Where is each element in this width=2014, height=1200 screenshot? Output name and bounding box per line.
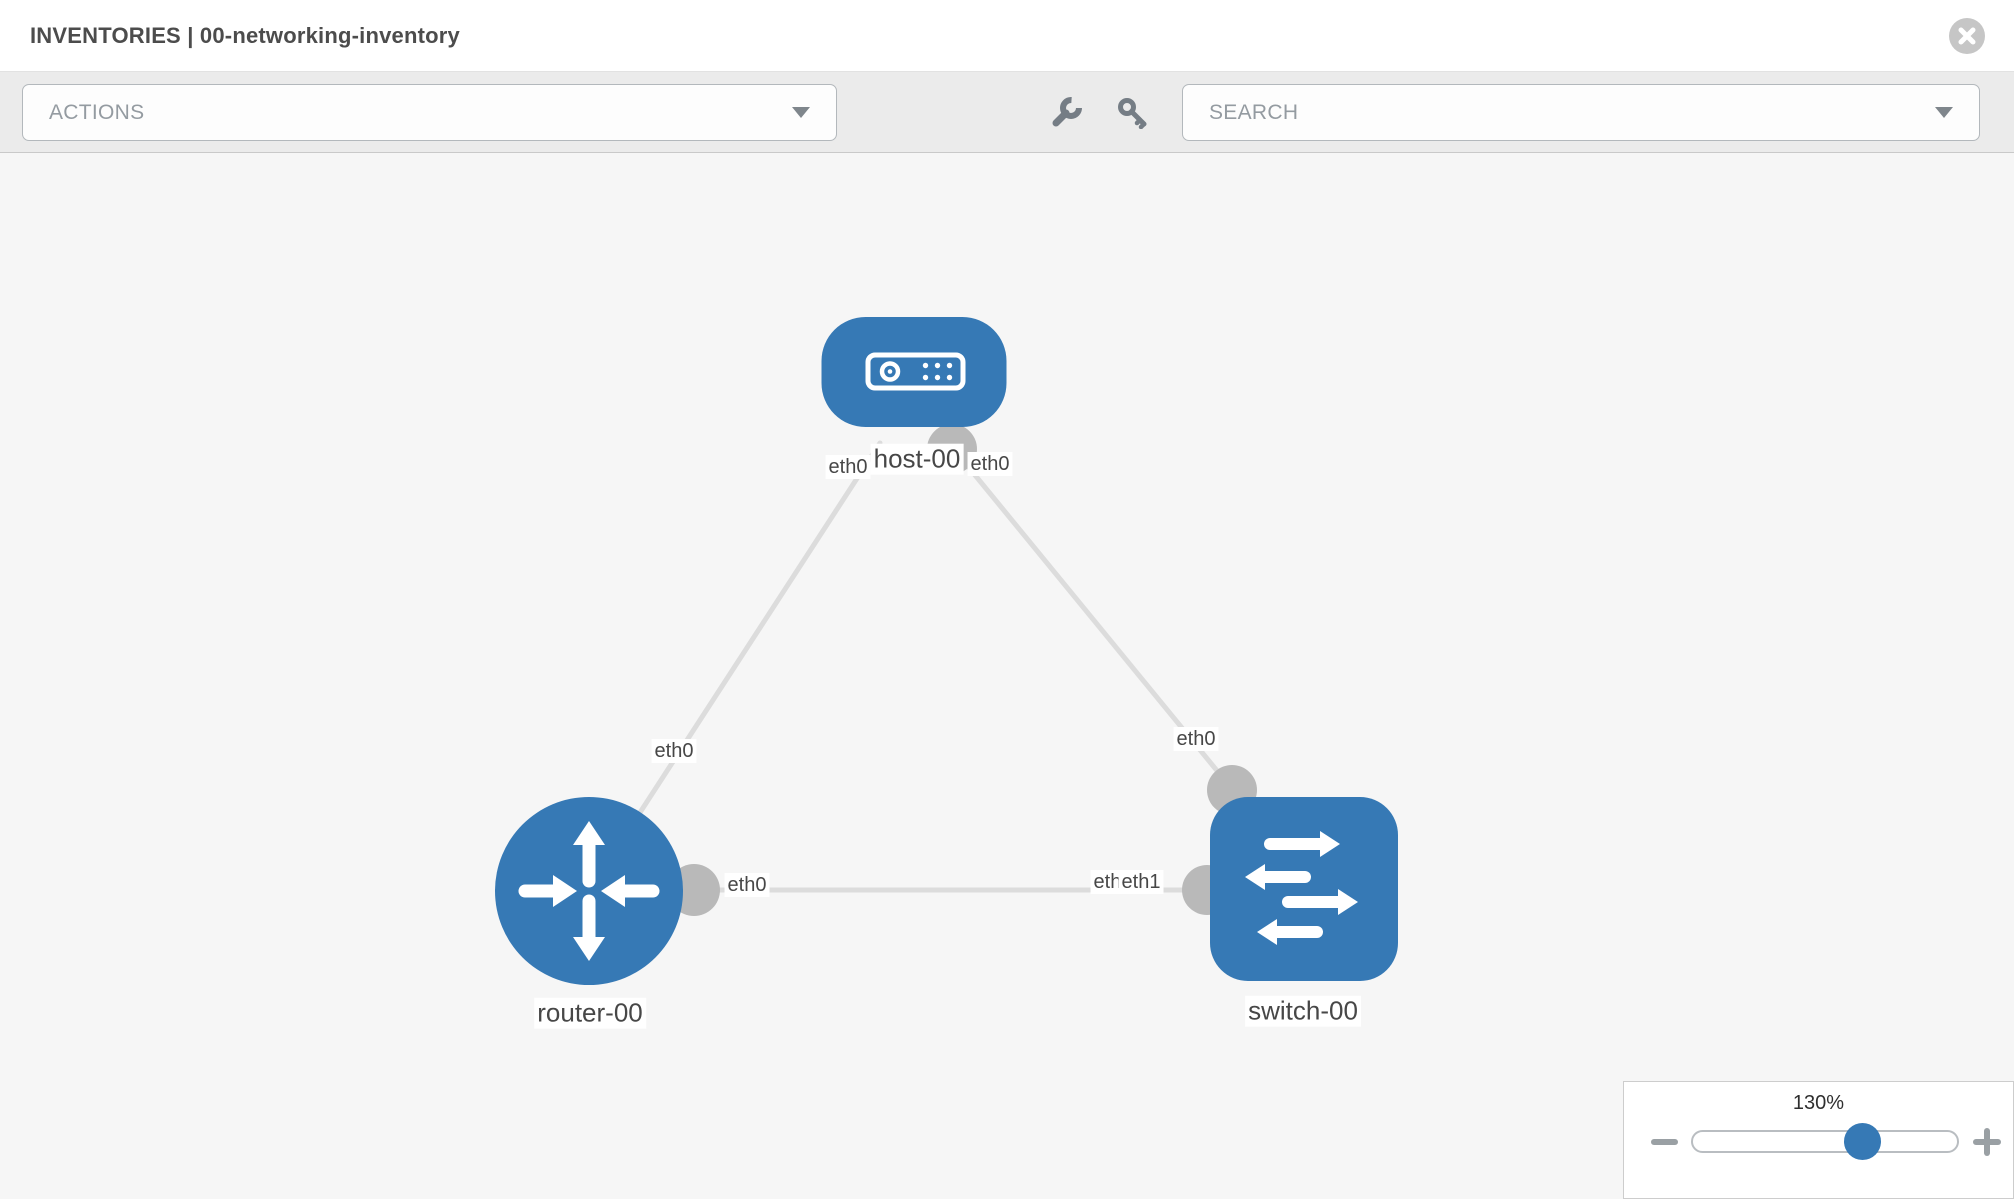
chevron-down-icon — [792, 107, 810, 118]
port-label-eth1: eth1 — [1118, 870, 1164, 894]
toolbar: ACTIONS SEARCH — [0, 72, 2014, 153]
router-arrows-icon — [518, 821, 660, 961]
page-title: INVENTORIES | 00-networking-inventory — [30, 22, 460, 48]
chevron-down-icon — [1935, 107, 1953, 118]
credentials-button[interactable] — [1116, 96, 1150, 130]
node-router-00[interactable] — [495, 797, 683, 985]
host-server-icon — [865, 352, 966, 391]
node-label-router-00: router-00 — [534, 997, 646, 1029]
actions-dropdown-label: ACTIONS — [49, 100, 145, 124]
search-placeholder: SEARCH — [1209, 100, 1299, 124]
port-label-eth0: eth0 — [825, 455, 871, 479]
node-label-switch-00: switch-00 — [1245, 995, 1361, 1027]
titlebar: INVENTORIES | 00-networking-inventory — [0, 0, 2014, 72]
zoom-slider-track[interactable] — [1691, 1130, 1959, 1153]
wrench-icon — [1052, 97, 1082, 127]
port-label-eth0: eth0 — [724, 873, 770, 897]
close-x-icon — [1958, 27, 1976, 44]
search-dropdown[interactable]: SEARCH — [1182, 84, 1980, 141]
zoom-control-panel: 130% — [1623, 1081, 2014, 1199]
switch-arrows-icon — [1245, 831, 1358, 945]
zoom-level-value: 130% — [1792, 1092, 1845, 1114]
topology-svg — [495, 317, 1398, 985]
node-host-00[interactable] — [821, 317, 1007, 427]
zoom-slider-handle[interactable] — [1844, 1123, 1881, 1160]
adjust-layout-button[interactable] — [1049, 96, 1083, 130]
zoom-out-button minus-icon[interactable] — [1651, 1139, 1678, 1145]
node-switch-00[interactable] — [1210, 797, 1398, 981]
plus-icon[interactable] — [1984, 1128, 1990, 1156]
actions-dropdown[interactable]: ACTIONS — [22, 84, 837, 141]
node-label-host-00: host-00 — [870, 443, 964, 475]
port-label-eth0: eth0 — [651, 739, 697, 763]
port-label-eth0: eth0 — [967, 452, 1013, 476]
close-button[interactable] — [1949, 17, 1985, 54]
key-icon — [1118, 98, 1147, 129]
port-label-eth0: eth0 — [1173, 727, 1219, 751]
